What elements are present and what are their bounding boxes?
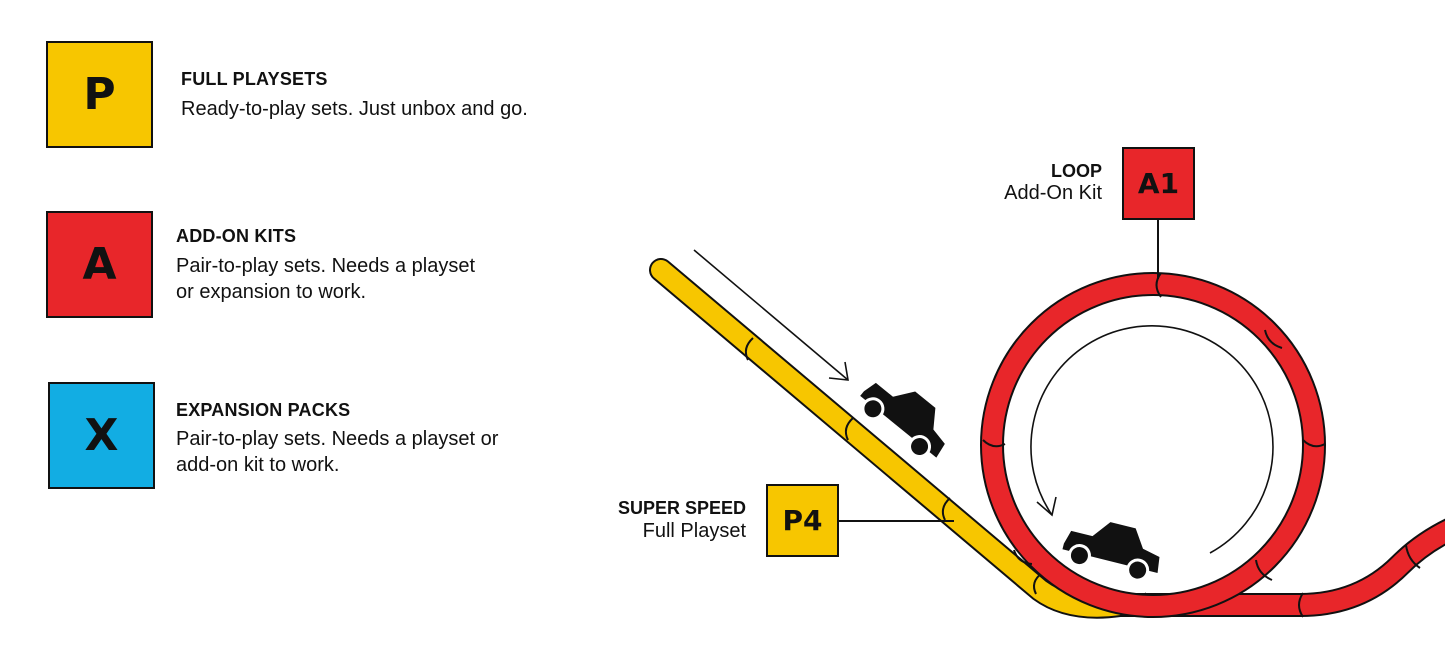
legend-badge-addon: A xyxy=(46,211,153,318)
legend-badge-addon-letter: A xyxy=(82,239,117,290)
legend-title-addon: ADD-ON KITS xyxy=(176,226,297,246)
legend-badge-playset-letter: P xyxy=(83,69,116,120)
super-speed-callout-title: SUPER SPEED xyxy=(617,498,746,518)
loop-callout-type: Add-On Kit xyxy=(1004,182,1102,204)
car-icon xyxy=(860,382,945,459)
legend-desc-addon: Pair-to-play sets. Needs a playset or ex… xyxy=(176,255,476,303)
legend-badge-playset: P xyxy=(46,41,153,148)
car-icon xyxy=(1062,522,1160,582)
loop-callout-title: LOOP xyxy=(1050,161,1102,181)
super-speed-callout-type: Full Playset xyxy=(642,520,746,542)
legend-badge-expansion-letter: X xyxy=(84,410,119,461)
loop-badge: A1 xyxy=(1122,147,1195,220)
legend-badge-expansion: X xyxy=(48,382,155,489)
super-speed-badge-code: P4 xyxy=(782,504,823,537)
legend-desc-playset: Ready-to-play sets. Just unbox and go. xyxy=(181,98,528,120)
loop-track xyxy=(980,272,1326,618)
legend-title-playset: FULL PLAYSETS xyxy=(181,69,328,89)
arrow-icon xyxy=(1030,325,1274,554)
legend-title-expansion: EXPANSION PACKS xyxy=(176,400,351,420)
arrow-icon xyxy=(693,249,849,381)
loop-badge-code: A1 xyxy=(1137,167,1180,200)
legend-desc-expansion: Pair-to-play sets. Needs a playset or ad… xyxy=(176,428,499,476)
exit-track xyxy=(1120,518,1445,618)
super-speed-badge: P4 xyxy=(766,484,839,557)
